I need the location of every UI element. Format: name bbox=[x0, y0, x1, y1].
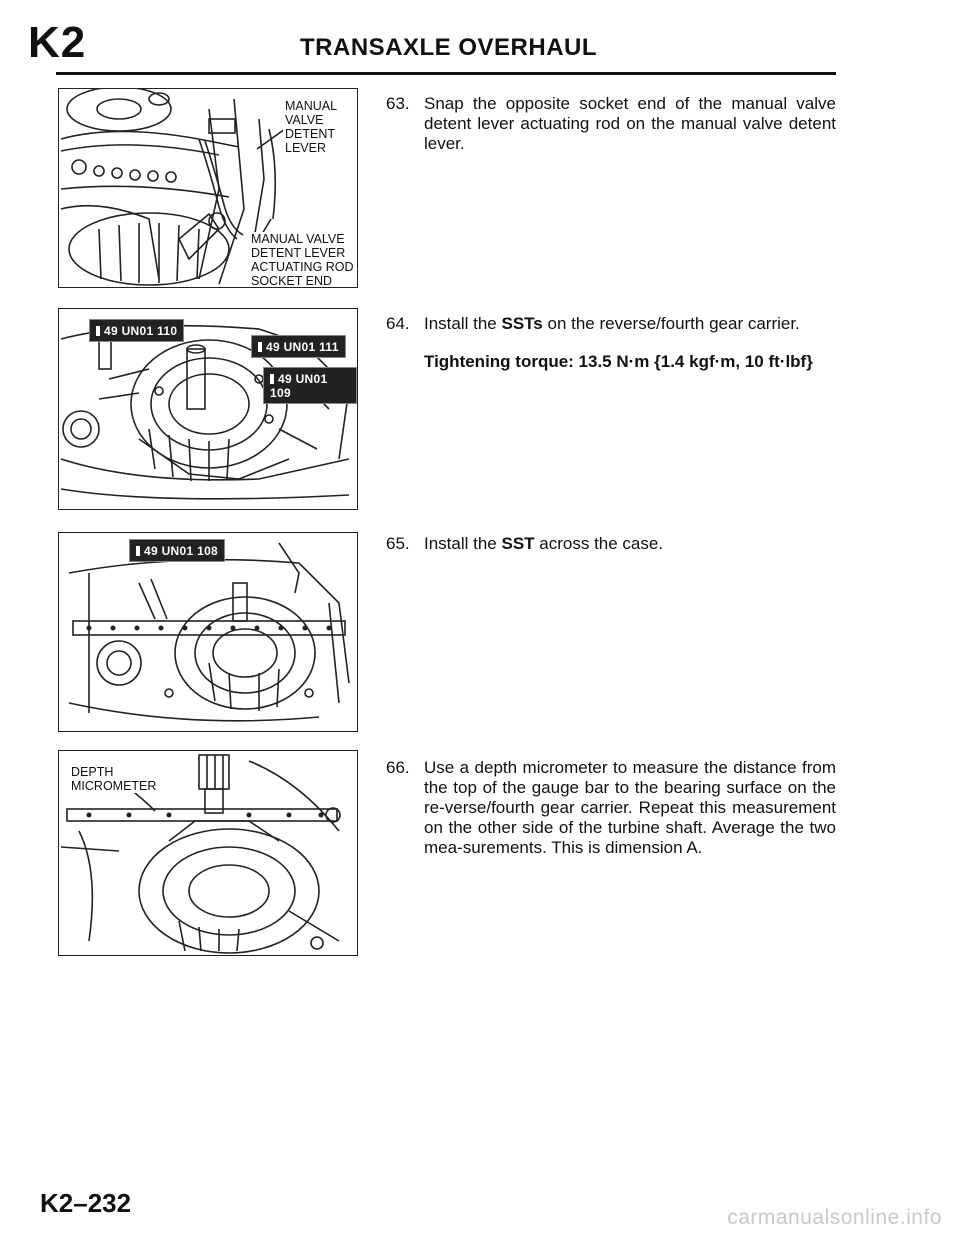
sst-tag-111: 49 UN01 111 bbox=[251, 335, 346, 358]
step-text: Install the SST across the case. bbox=[424, 534, 664, 553]
step-number: 64. bbox=[386, 314, 410, 333]
figure-depth-micrometer: DEPTH MICROMETER bbox=[58, 750, 358, 956]
figure-sst-across-case: 49 UN01 108 bbox=[58, 532, 358, 732]
sst-tag-108: 49 UN01 108 bbox=[129, 539, 226, 562]
step-66: 66. Use a depth micrometer to measure th… bbox=[386, 758, 836, 858]
step-text: Use a depth micrometer to measure the di… bbox=[424, 758, 836, 857]
sst-term: SST bbox=[501, 534, 535, 553]
page-title: TRANSAXLE OVERHAUL bbox=[300, 34, 598, 61]
figure-detent-lever: MANUAL VALVE DETENT LEVER MANUAL VALVE D… bbox=[58, 88, 358, 288]
sst-tag-110: 49 UN01 110 bbox=[89, 319, 185, 342]
step-text: Snap the opposite socket end of the manu… bbox=[424, 94, 836, 153]
sst-tag-109: 49 UN01 109 bbox=[263, 367, 357, 404]
section-code: K2 bbox=[28, 18, 87, 67]
page-number: K2–232 bbox=[40, 1188, 132, 1218]
step-65: 65. Install the SST across the case. bbox=[386, 534, 836, 554]
depth-micrometer-illustration bbox=[60, 754, 341, 954]
sst-term: SSTs bbox=[501, 314, 543, 333]
sst-across-case-illustration bbox=[68, 542, 350, 722]
header-rule bbox=[56, 72, 836, 75]
watermark: carmanualsonline.info bbox=[727, 1206, 942, 1229]
step-number: 63. bbox=[386, 94, 410, 113]
callout-actuating-rod-socket-end: MANUAL VALVE DETENT LEVER ACTUATING ROD … bbox=[249, 232, 356, 288]
callout-manual-valve-detent-lever: MANUAL VALVE DETENT LEVER bbox=[283, 99, 340, 155]
callout-depth-micrometer: DEPTH MICROMETER bbox=[69, 765, 159, 793]
step-64: 64. Install the SSTs on the reverse/four… bbox=[386, 314, 836, 334]
step-number: 65. bbox=[386, 534, 410, 553]
step-number: 66. bbox=[386, 758, 410, 777]
tightening-torque: Tightening torque: 13.5 N·m {1.4 kgf·m, … bbox=[424, 352, 813, 371]
figure-ssts-installed: 49 UN01 110 49 UN01 111 49 UN01 109 bbox=[58, 308, 358, 510]
detent-lever-illustration bbox=[60, 89, 286, 286]
step-63: 63. Snap the opposite socket end of the … bbox=[386, 94, 836, 154]
step-text: Install the SSTs on the reverse/fourth g… bbox=[424, 314, 800, 333]
